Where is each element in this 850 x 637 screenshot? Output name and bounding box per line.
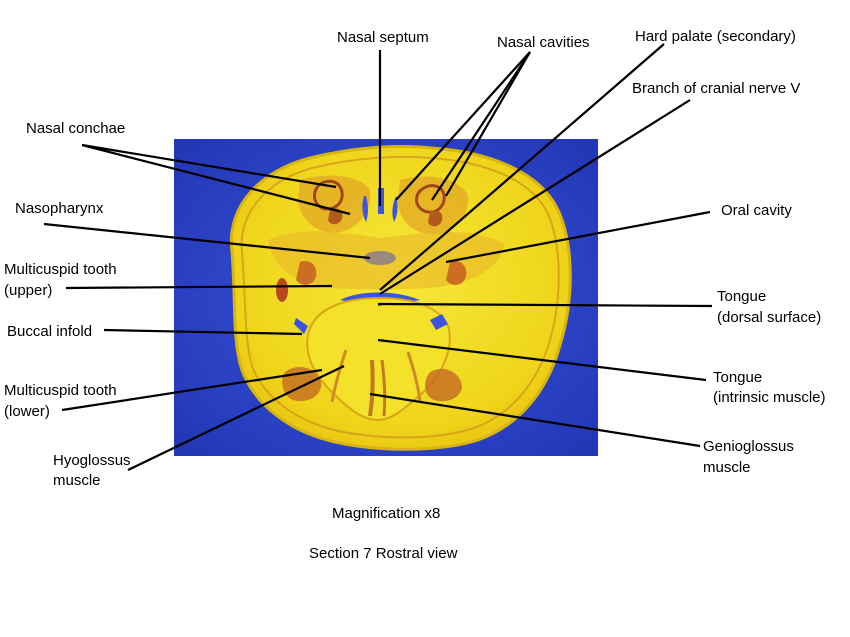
- label-multicuspid-upper-line2: (upper): [4, 282, 52, 299]
- label-tongue-intrinsic-line2: (intrinsic muscle): [713, 389, 826, 406]
- label-genioglossus-line1: Genioglossus: [703, 438, 794, 455]
- label-buccal-infold: Buccal infold: [7, 323, 92, 340]
- leader-lines: [43, 43, 713, 471]
- label-cranial-nerve: Branch of cranial nerve V: [632, 80, 800, 97]
- labels: Nasal septum Nasal cavities Hard palate …: [4, 28, 826, 489]
- label-genioglossus-line2: muscle: [703, 459, 751, 476]
- label-nasopharynx: Nasopharynx: [15, 200, 104, 217]
- label-tongue-dorsal-line1: Tongue: [717, 288, 766, 305]
- label-nasal-cavities: Nasal cavities: [497, 34, 590, 51]
- label-multicuspid-lower-line2: (lower): [4, 403, 50, 420]
- label-nasal-conchae: Nasal conchae: [26, 120, 125, 137]
- label-multicuspid-upper-line1: Multicuspid tooth: [4, 261, 117, 278]
- label-hyoglossus-line1: Hyoglossus: [53, 452, 131, 469]
- caption-section: Section 7 Rostral view: [309, 545, 458, 562]
- label-multicuspid-lower-line1: Multicuspid tooth: [4, 382, 117, 399]
- tissue-section: [229, 144, 572, 451]
- label-tongue-dorsal-line2: (dorsal surface): [717, 309, 821, 326]
- label-hyoglossus-line2: muscle: [53, 472, 101, 489]
- label-tongue-intrinsic-line1: Tongue: [713, 369, 762, 386]
- label-nasal-septum: Nasal septum: [337, 29, 429, 46]
- label-oral-cavity: Oral cavity: [721, 202, 792, 219]
- caption-magnification: Magnification x8: [332, 505, 440, 522]
- label-hard-palate: Hard palate (secondary): [635, 28, 796, 45]
